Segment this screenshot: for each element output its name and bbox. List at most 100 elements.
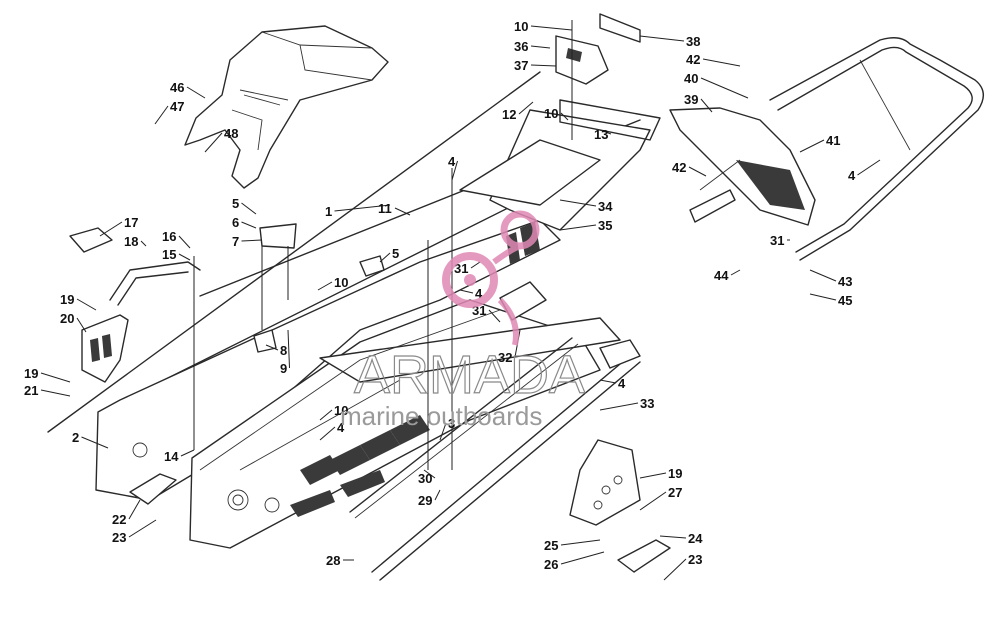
callout-label-35: 35 <box>598 218 612 233</box>
callout-label-39: 39 <box>684 92 698 107</box>
callout-label-14: 14 <box>164 449 179 464</box>
callout-label-41: 41 <box>826 133 840 148</box>
watermark-logo <box>442 210 540 346</box>
leader-line-39 <box>700 98 713 113</box>
leader-line-6 <box>241 221 257 229</box>
callout-label-25: 25 <box>544 538 558 553</box>
watermark-tagline: marine outboards <box>340 401 542 431</box>
callout-label-10: 10 <box>544 106 558 121</box>
leader-line-22 <box>128 499 141 520</box>
callout-label-4: 4 <box>337 420 345 435</box>
callout-label-4: 4 <box>848 168 856 183</box>
callout-label-5: 5 <box>392 246 399 261</box>
callout-label-15: 15 <box>162 247 176 262</box>
slide-rails <box>349 337 641 581</box>
leader-line-45 <box>809 293 837 301</box>
rear-bumper <box>769 37 984 261</box>
leader-line-38 <box>639 35 685 42</box>
callout-label-23: 23 <box>688 552 702 567</box>
fastener-lines <box>193 20 573 470</box>
callout-label-7: 7 <box>232 234 239 249</box>
leader-line-31 <box>488 309 501 323</box>
callout-label-17: 17 <box>124 215 138 230</box>
leader-line-4 <box>459 289 474 294</box>
leader-line-47 <box>154 105 169 125</box>
callout-label-40: 40 <box>684 71 698 86</box>
leader-line-8 <box>265 344 279 351</box>
leader-line-2 <box>81 436 109 449</box>
callout-label-32: 32 <box>498 350 512 365</box>
leader-line-18 <box>140 240 147 247</box>
leader-line-23 <box>663 558 687 581</box>
hitch <box>555 13 641 85</box>
callout-label-42: 42 <box>672 160 686 175</box>
leader-line-4 <box>319 426 336 441</box>
leader-line-15 <box>178 253 191 261</box>
callout-label-22: 22 <box>112 512 126 527</box>
leader-line-42 <box>688 166 707 177</box>
leader-line-29 <box>434 489 441 501</box>
callout-label-2: 2 <box>72 430 79 445</box>
callout-label-4: 4 <box>618 376 626 391</box>
callout-label-33: 33 <box>640 396 654 411</box>
callout-label-46: 46 <box>170 80 184 95</box>
callout-label-19: 19 <box>24 366 38 381</box>
callout-label-1: 1 <box>325 204 332 219</box>
leader-line-3 <box>439 422 447 441</box>
leader-line-42 <box>702 58 741 67</box>
callout-label-21: 21 <box>24 383 38 398</box>
leader-line-11 <box>394 207 411 216</box>
watermark-brand: ARMADA <box>354 345 585 405</box>
callout-label-43: 43 <box>838 274 852 289</box>
rear-plate <box>459 99 661 264</box>
callout-label-36: 36 <box>514 39 528 54</box>
callout-label-10: 10 <box>334 275 348 290</box>
callout-label-38: 38 <box>686 34 700 49</box>
callout-label-48: 48 <box>224 126 238 141</box>
callout-label-24: 24 <box>688 531 703 546</box>
callout-label-11: 11 <box>378 201 392 216</box>
leader-lines <box>40 25 881 581</box>
callout-label-37: 37 <box>514 58 528 73</box>
snow-flap <box>669 107 816 226</box>
leader-line-34 <box>559 199 597 207</box>
leader-line-10 <box>317 281 333 291</box>
callout-label-16: 16 <box>162 229 176 244</box>
leader-line-10 <box>530 25 573 31</box>
leader-line-24 <box>659 535 687 539</box>
leader-line-36 <box>530 45 551 49</box>
leader-line-13 <box>599 129 612 135</box>
callout-label-10: 10 <box>334 403 348 418</box>
callout-label-28: 28 <box>326 553 340 568</box>
leader-line-37 <box>530 64 557 67</box>
callout-label-5: 5 <box>232 196 239 211</box>
callout-label-34: 34 <box>598 199 613 214</box>
callout-label-18: 18 <box>124 234 138 249</box>
callout-label-31: 31 <box>770 233 784 248</box>
leader-line-9 <box>287 329 290 369</box>
leader-line-19 <box>76 298 97 311</box>
leader-line-5 <box>241 202 257 215</box>
leader-line-26 <box>560 551 605 565</box>
running-boards <box>129 439 671 573</box>
callout-label-12: 12 <box>502 107 516 122</box>
leader-line-4 <box>857 159 881 176</box>
leader-line-10 <box>319 409 333 421</box>
leader-line-40 <box>700 77 749 99</box>
callout-label-44: 44 <box>714 268 729 283</box>
seat <box>184 25 389 189</box>
leader-line-17 <box>99 221 123 237</box>
leader-line-44 <box>730 269 741 276</box>
leader-line-19 <box>40 372 71 383</box>
leader-line-35 <box>559 224 597 231</box>
callout-label-4: 4 <box>448 154 456 169</box>
leader-line-14 <box>180 449 195 457</box>
leader-line-7 <box>241 239 263 242</box>
callout-label-47: 47 <box>170 99 184 114</box>
leader-line-12 <box>518 101 534 115</box>
callout-label-10: 10 <box>514 19 528 34</box>
leader-line-43 <box>809 269 837 282</box>
leader-line-41 <box>799 139 825 153</box>
leader-line-20 <box>76 317 87 333</box>
